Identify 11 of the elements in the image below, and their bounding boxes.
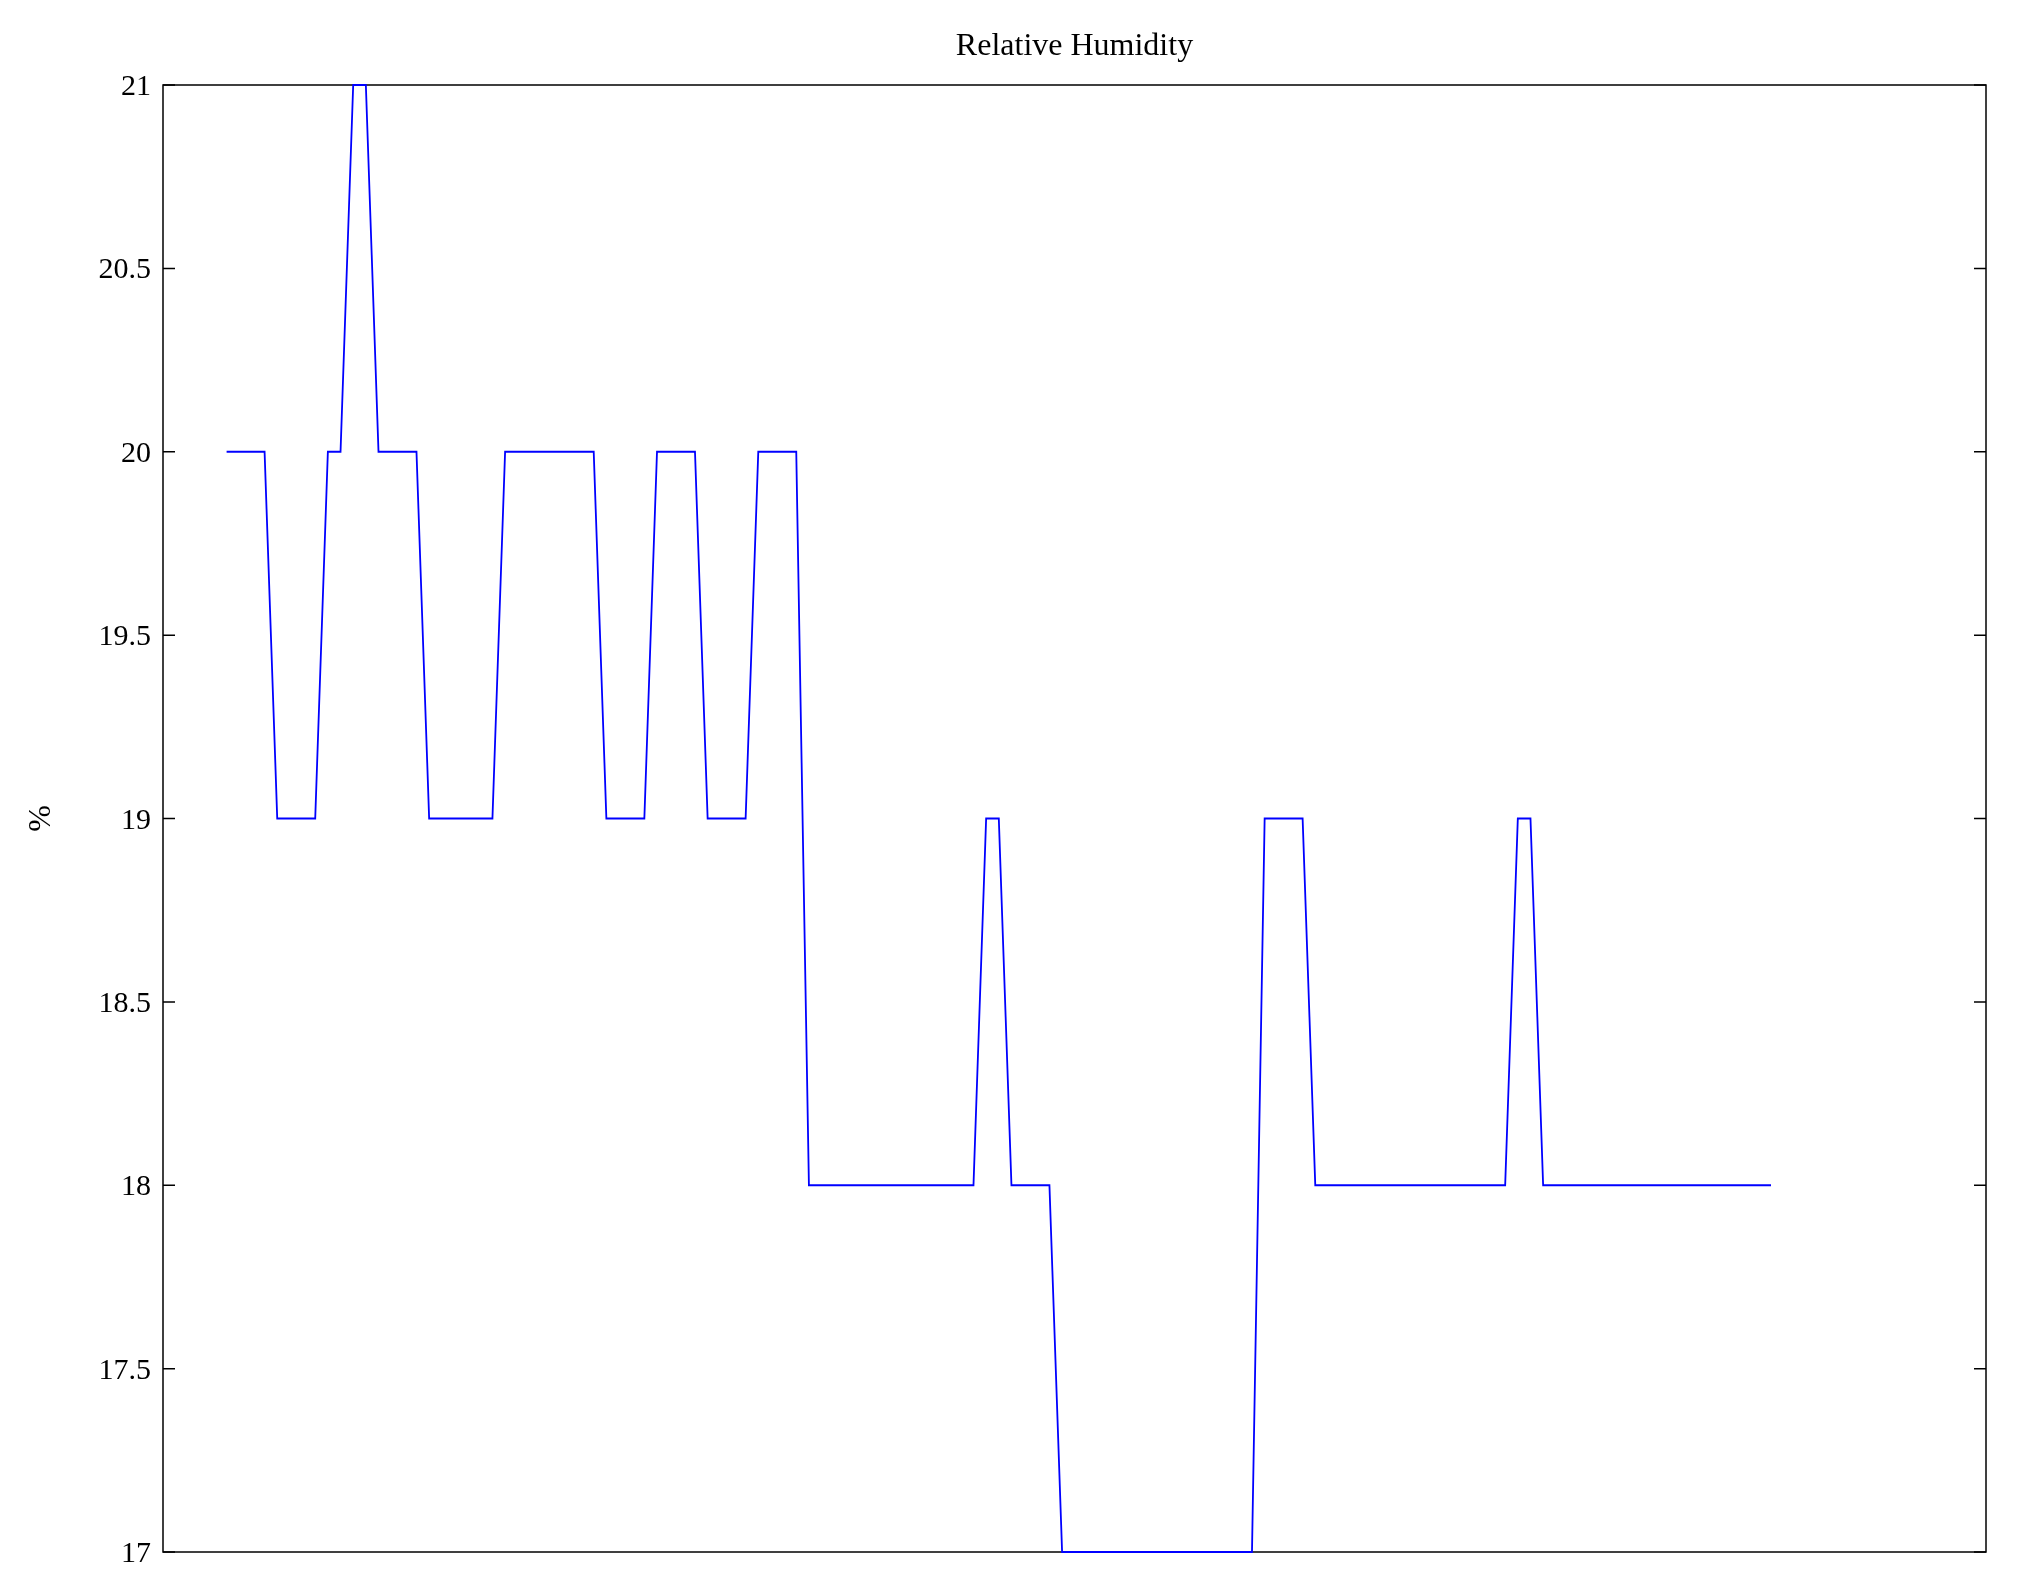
tick-label: 20 xyxy=(121,434,151,468)
tick-label: 18.5 xyxy=(98,984,151,1018)
tick-label: 21 xyxy=(121,68,151,101)
tick-label: 19.5 xyxy=(98,618,151,652)
y-axis-label: % xyxy=(21,805,57,832)
tick-label: 17 xyxy=(121,1535,151,1568)
tick-label: 19 xyxy=(121,801,151,835)
tick-label: 20.5 xyxy=(98,251,151,285)
tick-label: 18 xyxy=(121,1168,151,1202)
chart-title: Relative Humidity xyxy=(955,26,1194,62)
tick-label: 17.5 xyxy=(98,1351,151,1385)
